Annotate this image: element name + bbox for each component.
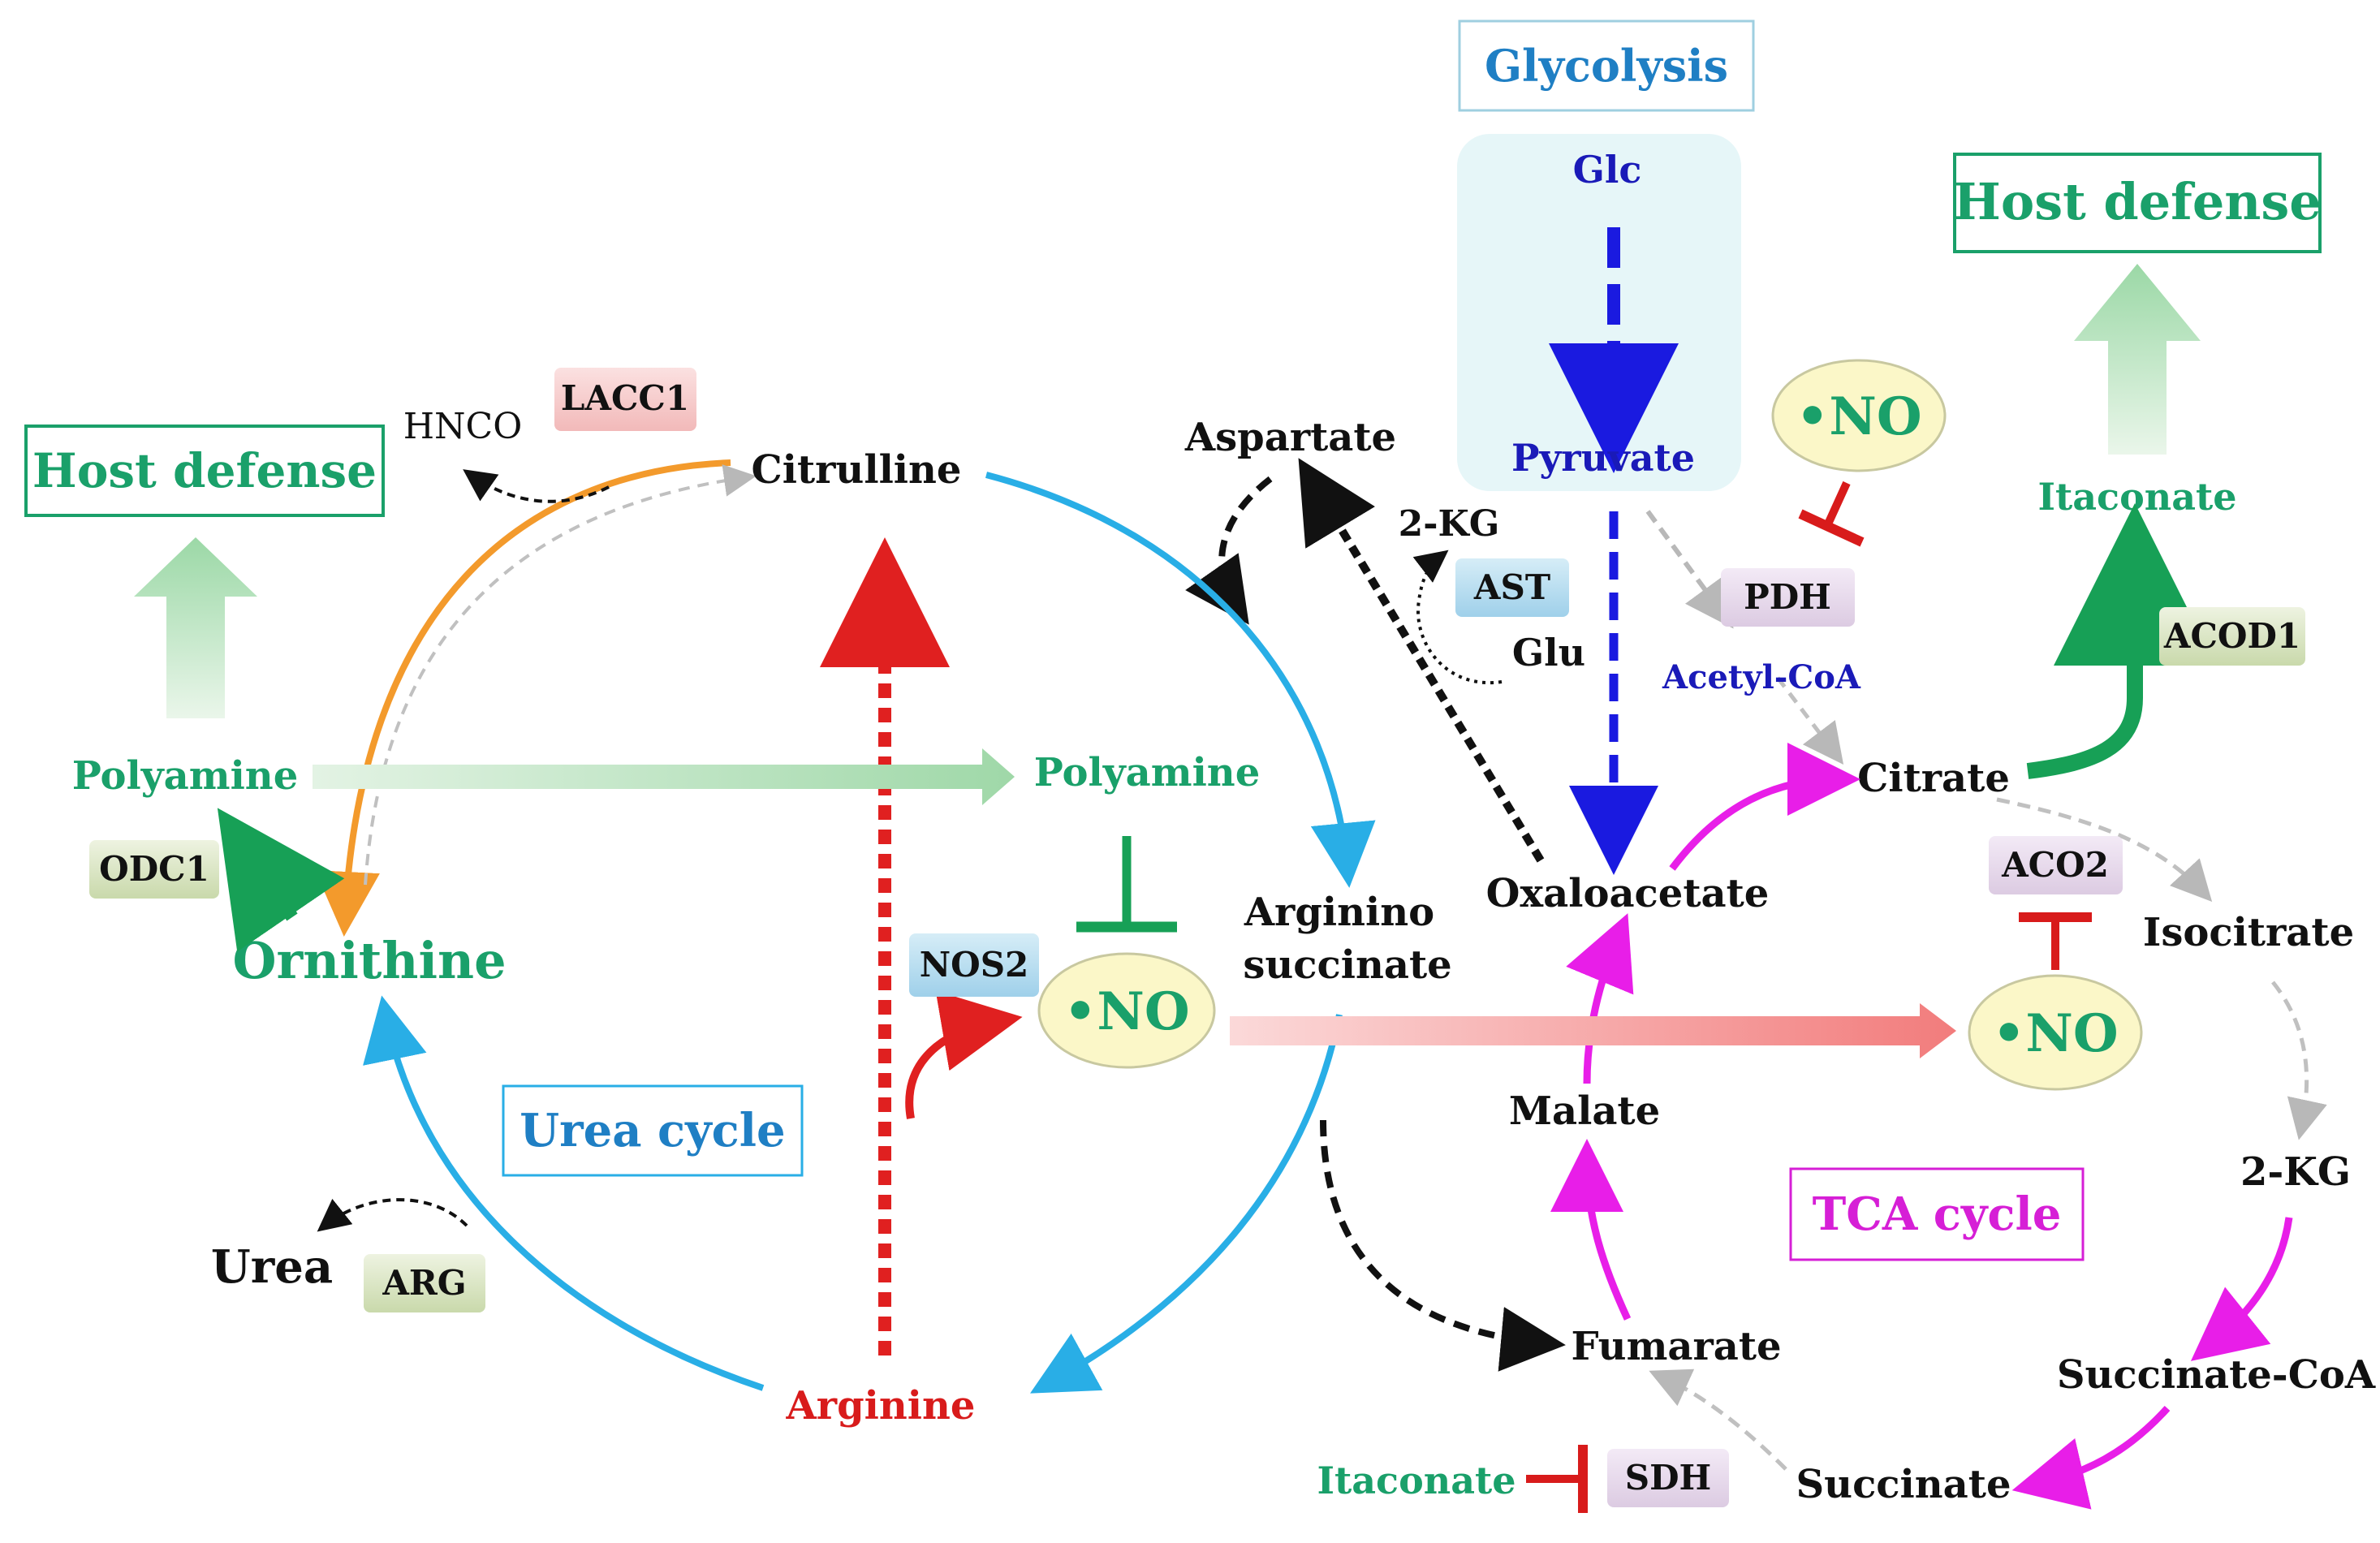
arg-enzyme-badge [364, 1254, 485, 1312]
aco2-enzyme-badge [1989, 836, 2123, 894]
ornithine-to-citrulline-orange-arc [315, 459, 731, 937]
host-defense-right-box [1953, 153, 2322, 253]
polyamine-left-label: Polyamine [72, 753, 299, 799]
oxaloacetate-to-citrate-arrow [1669, 743, 1860, 871]
lacc1-enzyme-label: LACC1 [561, 378, 689, 418]
glu-label: Glu [1512, 631, 1585, 675]
glycolysis-title-box [1458, 19, 1755, 112]
oxaloacetate-label: Oxaloacetate [1486, 871, 1770, 916]
urea-label: Urea [211, 1240, 333, 1294]
fumarate-label: Fumarate [1571, 1324, 1781, 1369]
arg-to-urea-arrow [317, 1198, 468, 1232]
polyamine-right-label: Polyamine [1034, 750, 1261, 795]
citrate-to-isocitrate-arrow [1996, 797, 2213, 903]
tca-2kg-label: 2-KG [2240, 1149, 2351, 1195]
no-bubble-aco2 [1968, 974, 2143, 1091]
succinatecoa-to-succinate-arrow [2011, 1405, 2171, 1510]
succinate-label: Succinate [1796, 1462, 2011, 1507]
citrulline-label: Citrulline [752, 447, 962, 493]
host-defense-left-arrow [134, 537, 257, 718]
ornithine-label: Ornithine [232, 931, 506, 990]
ast-enzyme-badge [1455, 558, 1569, 617]
pyruvate-to-acetylcoa-arrow [1645, 510, 1734, 629]
succinate-coa-label: Succinate-CoA [2057, 1352, 2376, 1398]
ornithine-to-citrulline-grey-arc [364, 464, 757, 886]
odc1-enzyme-badge [89, 840, 219, 899]
sdh-enzyme-label: SDH [1625, 1458, 1711, 1498]
argininosuccinate-label-line2: succinate [1243, 942, 1451, 988]
host-defense-right-label: Host defense [1953, 172, 2321, 231]
no-bubble-pdh [1771, 359, 1947, 472]
argininosuccinate-label-line1: Arginino [1244, 890, 1434, 935]
sdh-enzyme-badge [1607, 1449, 1729, 1507]
itaconate-bottom-label: Itaconate [1317, 1459, 1516, 1502]
host-defense-right-arrow [2074, 264, 2201, 455]
arginine-to-no-arrow [905, 990, 1023, 1119]
lacc1-enzyme-badge [554, 368, 696, 431]
malate-to-oxaloacetate-arrow [1566, 913, 1634, 1084]
arg-enzyme-label: ARG [382, 1263, 466, 1303]
polyamine-transfer-arrow [313, 748, 1015, 805]
odc1-enzyme-label: ODC1 [99, 849, 209, 889]
ornithine-to-polyamine-arrow [217, 808, 345, 952]
hnco-label: HNCO [403, 406, 523, 447]
acetylcoa-to-citrate-arrow [1776, 676, 1844, 765]
acetyl-coa-label: Acetyl-CoA [1662, 658, 1861, 696]
no-pdh-inhibit-line [1822, 481, 1851, 530]
glycolysis-title: Glycolysis [1485, 40, 1728, 92]
aspartate-label: Aspartate [1184, 415, 1396, 460]
urea-cycle-title-box [502, 1084, 804, 1177]
isocitrate-to-2kg-arrow [2271, 981, 2327, 1140]
arginine-to-ornithine-arc [363, 995, 765, 1391]
itaconate-top-label: Itaconate [2037, 475, 2236, 519]
pdh-enzyme-badge [1721, 568, 1855, 627]
fumarate-to-malate-arrow [1550, 1139, 1632, 1321]
pdh-enzyme-label: PDH [1744, 577, 1831, 617]
glc-label: Glc [1573, 148, 1642, 192]
no-label-aco2: •NO [1992, 1003, 2118, 1064]
urea-cycle-title: Urea cycle [520, 1104, 785, 1157]
nos2-enzyme-label: NOS2 [920, 945, 1029, 985]
acod1-enzyme-label: ACOD1 [2163, 616, 2300, 656]
malate-label: Malate [1509, 1088, 1660, 1134]
no-pdh-inhibit-bar [1798, 509, 1865, 547]
nos2-enzyme-badge [909, 933, 1039, 997]
glu-to-2kg-arrow [1412, 550, 1503, 685]
tca-cycle-title-box [1789, 1167, 2085, 1261]
citrate-to-itaconate-arrow [2026, 503, 2216, 779]
no-to-tca-no-big-arrow [1230, 1003, 1956, 1058]
acod1-enzyme-badge [2159, 607, 2305, 666]
isocitrate-label: Isocitrate [2143, 910, 2354, 955]
tca-cycle-title: TCA cycle [1813, 1187, 2062, 1241]
pyruvate-label: Pyruvate [1511, 436, 1695, 480]
ast-2kg-label: 2-KG [1399, 503, 1500, 545]
aco2-enzyme-label: ACO2 [2001, 845, 2109, 885]
citrulline-to-hnco-arrow [463, 469, 610, 503]
argininosuccinate-to-fumarate-arrow [1320, 1119, 1566, 1372]
arginine-label: Arginine [786, 1383, 976, 1429]
no-label-pdh: •NO [1796, 386, 1921, 447]
2kg-to-succinatecoa-arrow [2190, 1217, 2293, 1361]
host-defense-left-label: Host defense [32, 443, 377, 498]
argininosuccinate-to-arginine-arc [1029, 1014, 1343, 1394]
citrate-label: Citrate [1857, 756, 2010, 801]
host-defense-left-box [24, 425, 385, 517]
citrulline-to-argininosuccinate-arc [985, 472, 1376, 888]
no-label-center: •NO [1063, 981, 1189, 1042]
ast-enzyme-label: AST [1473, 567, 1550, 607]
aspartate-argininosuccinate-arrow [1185, 476, 1273, 625]
no-bubble-center [1037, 952, 1216, 1069]
